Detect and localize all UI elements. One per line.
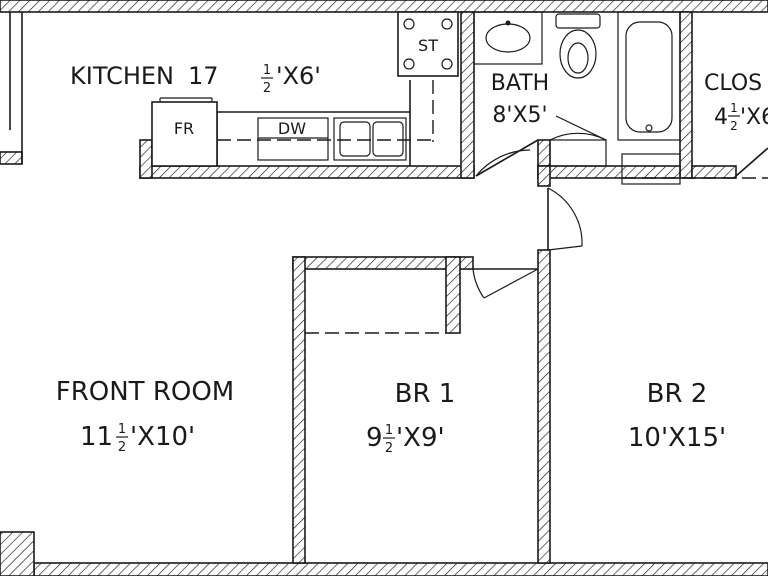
stove bbox=[397, 11, 459, 77]
toilet bbox=[559, 29, 597, 79]
br2-dim: 10'X15' bbox=[628, 423, 726, 453]
br1-dim-rest: 'X9' bbox=[396, 423, 445, 453]
closet-frac-num: 1 bbox=[730, 101, 738, 115]
front-room-frac-num: 1 bbox=[118, 422, 126, 437]
bath-closet-wall bbox=[679, 11, 693, 179]
br1-name: BR 1 bbox=[395, 379, 456, 409]
bath-shelf bbox=[549, 139, 607, 167]
br2-name: BR 2 bbox=[647, 379, 708, 409]
linen-box bbox=[621, 153, 681, 185]
dishwasher-label: DW bbox=[278, 119, 306, 138]
room-labels: KITCHEN 17 1 2 'X6' BATH 8'X5' CLOS 4 1 2… bbox=[56, 62, 768, 456]
br1-br2-wall bbox=[537, 249, 551, 564]
kitchen-left-wall bbox=[139, 139, 153, 179]
stove-label: ST bbox=[418, 36, 438, 55]
kitchen-frac-num: 1 bbox=[263, 63, 271, 78]
kitchen-dim-rest: 'X6' bbox=[276, 62, 321, 90]
front-room-dim-int: 11 bbox=[80, 422, 113, 452]
bath-dim: 8'X5' bbox=[492, 103, 547, 128]
kitchen-frac-den: 2 bbox=[263, 81, 271, 96]
bathtub bbox=[617, 11, 681, 141]
closet-frac-den: 2 bbox=[730, 119, 738, 133]
fridge-label: FR bbox=[174, 119, 194, 138]
br1-dim-int: 9 bbox=[366, 423, 383, 453]
closet-door bbox=[735, 147, 768, 177]
dishwasher bbox=[257, 117, 329, 161]
bath-fixtures bbox=[473, 11, 681, 185]
kitchen-dim-int: 17 bbox=[188, 62, 219, 90]
front-room-name: FRONT ROOM bbox=[56, 377, 235, 407]
br1-frac-num: 1 bbox=[385, 423, 393, 438]
closet-dim-rest: 'X6 bbox=[740, 105, 768, 130]
fridge bbox=[151, 101, 218, 167]
bath-sink bbox=[473, 11, 543, 65]
bath-door bbox=[475, 139, 539, 177]
left-wall-stub bbox=[0, 151, 23, 165]
bottom-left-wall bbox=[0, 531, 35, 576]
kitchen-name: KITCHEN bbox=[70, 62, 174, 90]
doors bbox=[472, 115, 768, 299]
toilet-tank bbox=[555, 13, 601, 29]
hall-stub bbox=[537, 165, 551, 187]
kitchen-bottom-wall bbox=[139, 165, 475, 179]
kitchen-bath-wall bbox=[460, 11, 475, 179]
br1-frac-den: 2 bbox=[385, 441, 393, 456]
closet-name: CLOS bbox=[704, 71, 762, 96]
bath-bottom-wall bbox=[537, 165, 681, 179]
top-wall bbox=[0, 0, 768, 13]
bottom-wall bbox=[33, 562, 768, 576]
front-room-frac-den: 2 bbox=[118, 440, 126, 455]
kitchen-sink bbox=[333, 117, 407, 161]
closet-dim-int: 4 bbox=[714, 105, 728, 130]
closet-bottom-wall bbox=[691, 165, 737, 179]
bath-name: BATH bbox=[491, 71, 549, 96]
kitchen-fixtures: ST FR DW bbox=[151, 11, 459, 167]
br1-closet-wall bbox=[445, 256, 461, 334]
br1-left-wall bbox=[292, 256, 306, 564]
front-room-dim-rest: 'X10' bbox=[130, 422, 195, 452]
